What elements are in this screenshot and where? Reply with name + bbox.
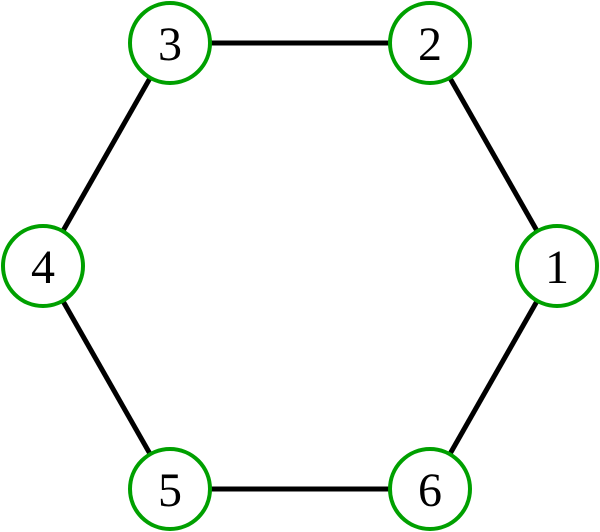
node-circle [388, 447, 472, 531]
node-circle [128, 1, 212, 85]
graph-node-1: 1 [515, 224, 599, 308]
node-circle [388, 1, 472, 85]
node-label: 4 [31, 241, 55, 294]
node-label: 1 [545, 241, 569, 294]
graph-node-4: 4 [1, 224, 85, 308]
graph-edge-2-1 [427, 41, 560, 268]
graph-node-2: 2 [388, 1, 472, 85]
node-label: 2 [418, 18, 442, 71]
node-label: 6 [418, 464, 442, 517]
node-label: 3 [158, 18, 182, 71]
node-circle [1, 224, 85, 308]
graph-edge-4-3 [40, 41, 173, 268]
node-circle [128, 447, 212, 531]
graph-node-5: 5 [128, 447, 212, 531]
graph-edge-1-6 [427, 264, 560, 491]
node-label: 5 [158, 464, 182, 517]
node-circle [515, 224, 599, 308]
graph-node-6: 6 [388, 447, 472, 531]
edges-layer [40, 40, 560, 492]
graph-node-3: 3 [128, 1, 212, 85]
graph-edge-5-4 [40, 264, 173, 491]
